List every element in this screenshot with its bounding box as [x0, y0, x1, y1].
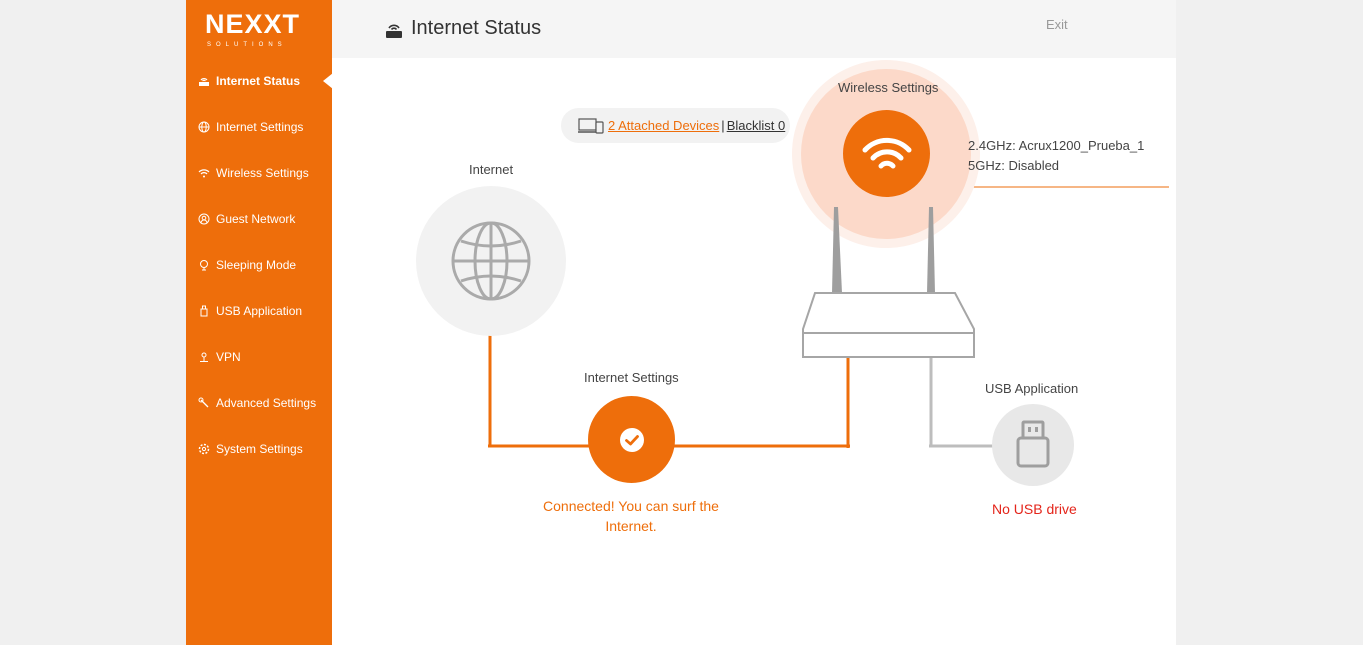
- sidebar-item-label: Guest Network: [216, 212, 296, 226]
- status-line-2: Internet.: [605, 518, 657, 534]
- globe-icon: [198, 121, 210, 133]
- devices-separator: |: [721, 118, 725, 133]
- router-admin-app: NEXXT SOLUTIONS Internet Status Internet…: [186, 0, 1176, 645]
- devices-icon: [578, 117, 604, 134]
- network-diagram: [488, 169, 1169, 448]
- sidebar: NEXXT SOLUTIONS Internet Status Internet…: [186, 0, 333, 645]
- page-header: Internet Status Exit: [332, 0, 1176, 58]
- vpn-icon: [198, 351, 210, 363]
- wrench-icon: [198, 397, 210, 409]
- logo-text: NEXXT: [205, 9, 301, 39]
- brand-logo: NEXXT SOLUTIONS: [205, 10, 315, 56]
- sidebar-item-sleeping-mode[interactable]: Sleeping Mode: [186, 242, 332, 288]
- sidebar-item-vpn[interactable]: VPN: [186, 334, 332, 380]
- sidebar-item-label: Internet Status: [216, 74, 301, 88]
- globe-icon: [451, 221, 531, 301]
- sidebar-item-wireless-settings[interactable]: Wireless Settings: [186, 150, 332, 196]
- router-icon: [385, 21, 403, 44]
- blacklist-link[interactable]: Blacklist 0: [726, 118, 786, 133]
- sidebar-item-label: System Settings: [216, 442, 303, 456]
- sidebar-item-label: Sleeping Mode: [216, 258, 297, 272]
- usb-drive-icon: [1016, 420, 1050, 468]
- sidebar-item-label: Internet Settings: [216, 120, 304, 134]
- check-icon: [619, 427, 644, 452]
- page-title: Internet Status: [411, 17, 542, 39]
- sidebar-item-internet-status[interactable]: Internet Status: [186, 58, 333, 104]
- sidebar-nav: Internet Status Internet Settings Wirele…: [186, 58, 333, 472]
- logo-subtext: SOLUTIONS: [207, 42, 287, 48]
- internet-settings-label: Internet Settings: [584, 370, 679, 385]
- wireless-label: Wireless Settings: [838, 80, 939, 95]
- wifi-icon: [198, 167, 210, 179]
- sidebar-item-usb-application[interactable]: USB Application: [186, 288, 332, 334]
- wireless-button[interactable]: [843, 110, 930, 197]
- sidebar-item-guest-network[interactable]: Guest Network: [186, 196, 332, 242]
- wifi-5ghz-text: 5GHz: Disabled: [968, 158, 1060, 173]
- connection-status: Connected! You can surf the Internet.: [531, 496, 731, 536]
- sidebar-item-advanced-settings[interactable]: Advanced Settings: [186, 380, 332, 426]
- wifi-info: 2.4GHz: Acrux1200_Prueba_1 5GHz: Disable…: [968, 136, 1144, 176]
- gear-icon: [198, 443, 210, 455]
- sidebar-item-label: Advanced Settings: [216, 396, 317, 410]
- usb-label: USB Application: [985, 381, 1079, 396]
- status-line-1: Connected! You can surf the: [543, 498, 719, 514]
- sidebar-item-internet-settings[interactable]: Internet Settings: [186, 104, 332, 150]
- sleep-icon: [198, 259, 210, 271]
- sidebar-item-system-settings[interactable]: System Settings: [186, 426, 332, 472]
- internet-label: Internet: [469, 162, 514, 177]
- sidebar-item-label: Wireless Settings: [216, 166, 309, 180]
- attached-devices-link[interactable]: 2 Attached Devices: [608, 118, 720, 133]
- usb-status: No USB drive: [992, 501, 1077, 517]
- sidebar-item-label: USB Application: [216, 304, 303, 318]
- internet-settings-button[interactable]: [588, 396, 675, 483]
- usb-icon: [198, 305, 210, 317]
- router-icon: [198, 75, 210, 87]
- internet-node[interactable]: [416, 186, 566, 336]
- usb-node[interactable]: [992, 404, 1074, 486]
- wifi-icon: [862, 137, 911, 168]
- exit-link[interactable]: Exit: [1046, 17, 1068, 32]
- devices-bar: 2 Attached Devices | Blacklist 0: [561, 108, 790, 143]
- sidebar-item-label: VPN: [216, 350, 241, 364]
- router-device[interactable]: [798, 205, 978, 365]
- active-pointer: [323, 73, 333, 89]
- guest-icon: [198, 213, 210, 225]
- wifi-24ghz-text: 2.4GHz: Acrux1200_Prueba_1: [968, 138, 1145, 153]
